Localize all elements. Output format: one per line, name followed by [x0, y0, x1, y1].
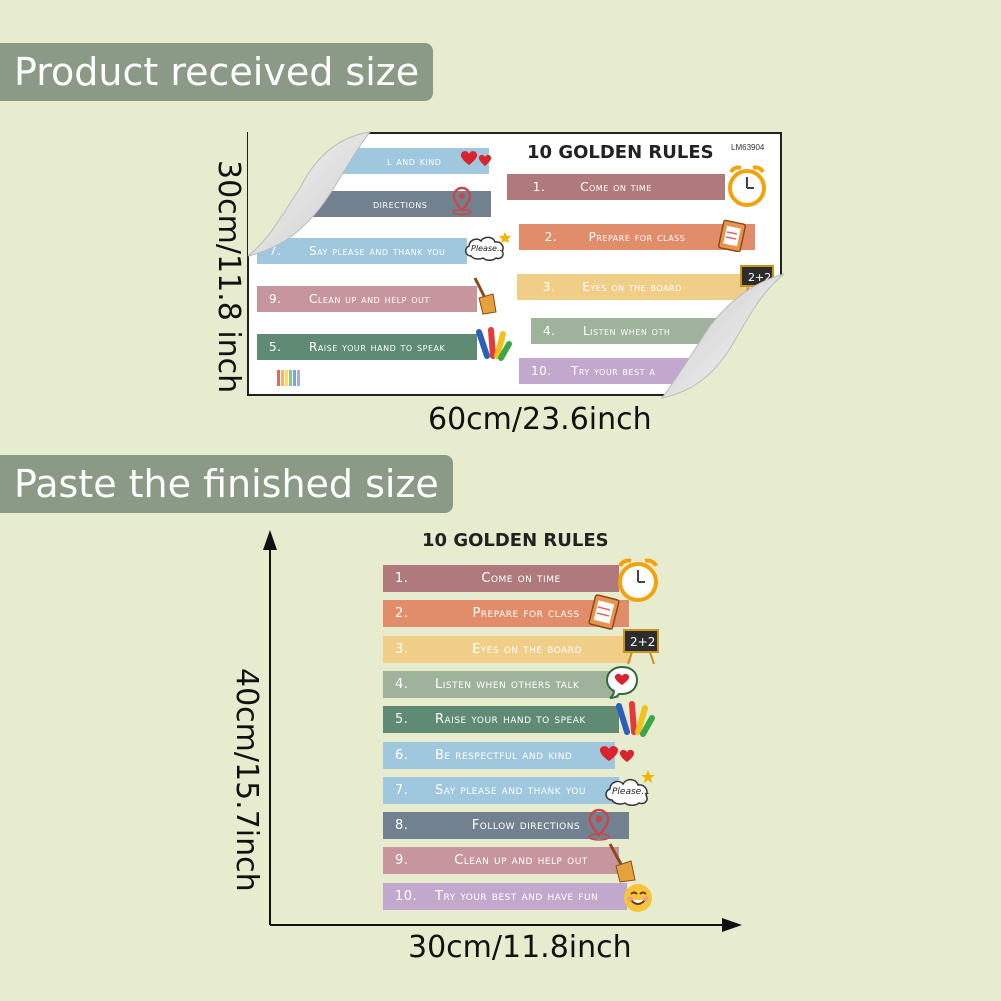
poster-title: 10 GOLDEN RULES	[422, 530, 609, 551]
please-text: Please...	[612, 787, 650, 797]
rule-text: Be respectful and kind	[435, 747, 573, 763]
rule-text: Say please and thank you	[435, 782, 586, 798]
svg-text:2+2: 2+2	[630, 635, 655, 649]
alarm-clock-icon	[728, 165, 766, 207]
rule-number: 2.	[395, 606, 409, 622]
pencils-icon	[277, 370, 300, 386]
rule-text: Listen when others talk	[435, 676, 580, 692]
map-pin-icon	[452, 186, 472, 216]
received-height-label: 30cm/11.8 inch	[211, 160, 246, 394]
rule-number: 7.	[395, 782, 409, 798]
speech-heart-icon	[605, 665, 639, 699]
rule-number: 4.	[395, 676, 409, 692]
received-size-label: Product received size	[0, 43, 434, 101]
rule-4: 4. Listen when others talk	[383, 670, 619, 698]
rule-5: 5. Raise your hand to speak	[383, 706, 619, 734]
rule-text: Raise your hand to speak	[435, 712, 586, 728]
sheet-rule-3: 3.Eyes on the board	[517, 274, 747, 300]
smiley-icon	[624, 884, 652, 912]
sheet-rule-1: 1.Come on time	[507, 174, 725, 200]
rule-8: 8. Follow directions	[383, 812, 629, 840]
alarm-clock-icon	[618, 558, 658, 602]
please-cloud-icon: Please...	[605, 770, 655, 806]
broom-icon	[473, 277, 497, 315]
rule-9: 9. Clean up and help out	[383, 847, 619, 875]
sheet-rule-4: 4.Listen when oth	[531, 318, 721, 344]
broom-icon	[608, 843, 636, 883]
rule-text: Follow directions	[471, 818, 581, 834]
sheet-title: 10 GOLDEN RULES	[527, 142, 714, 163]
rule-number: 10.	[395, 888, 418, 904]
rule-2: 2. Prepare for class	[383, 600, 629, 628]
rule-6: 6. Be respectful and kind	[383, 741, 615, 769]
sheet-rule-7: 7.Say please and thank you	[257, 238, 467, 264]
rule-text: Come on time	[481, 571, 561, 586]
sheet-code: LM63904	[731, 143, 765, 152]
rule-7: 7. Say please and thank you	[383, 776, 619, 804]
dimension-axes	[263, 530, 742, 932]
raised-hands-icon	[476, 327, 512, 361]
rule-3: 3. Eyes on the board	[383, 635, 631, 663]
chalkboard-icon: 2+2	[623, 629, 659, 665]
rule-number: 3.	[395, 641, 409, 657]
finished-height-label: 40cm/15.7inch	[229, 668, 264, 892]
clipboard-icon	[588, 594, 620, 630]
please-text: Please...	[471, 244, 505, 253]
rule-number: 9.	[395, 853, 409, 869]
finished-width-label: 30cm/11.8inch	[408, 930, 632, 965]
received-width-label: 60cm/23.6inch	[428, 402, 652, 437]
please-cloud-icon: Please...	[465, 232, 511, 261]
sheet-rule-2: 2.Prepare for class	[519, 224, 755, 250]
rule-text: Try your best and have fun	[435, 888, 599, 904]
rule-text: Prepare for class	[472, 606, 580, 622]
peeled-corner-top-left	[247, 131, 372, 257]
map-pin-icon	[588, 808, 610, 841]
raised-hands-icon	[616, 701, 655, 737]
hearts-icon	[599, 746, 635, 762]
peeled-corner-bottom-right	[660, 273, 785, 399]
rule-text: Clean up and help out	[454, 853, 588, 869]
finished-size-label: Paste the finished size	[0, 455, 453, 513]
clipboard-icon	[717, 219, 747, 252]
sheet-rule-9: 9.Clean up and help out	[257, 286, 477, 312]
rule-number: 5.	[395, 712, 409, 728]
rule-number: 6.	[395, 747, 409, 763]
rule-1: 1. Come on time	[383, 565, 619, 592]
sheet-rule-10: 10.Try your best a	[519, 358, 699, 384]
rule-10: 10. Try your best and have fun	[383, 882, 627, 910]
sheet-rule-5: 5.Raise your hand to speak	[257, 334, 477, 360]
rule-number: 8.	[395, 818, 409, 834]
rule-text: Eyes on the board	[471, 641, 583, 657]
rule-number: 1.	[395, 571, 409, 586]
hearts-icon	[460, 151, 492, 166]
